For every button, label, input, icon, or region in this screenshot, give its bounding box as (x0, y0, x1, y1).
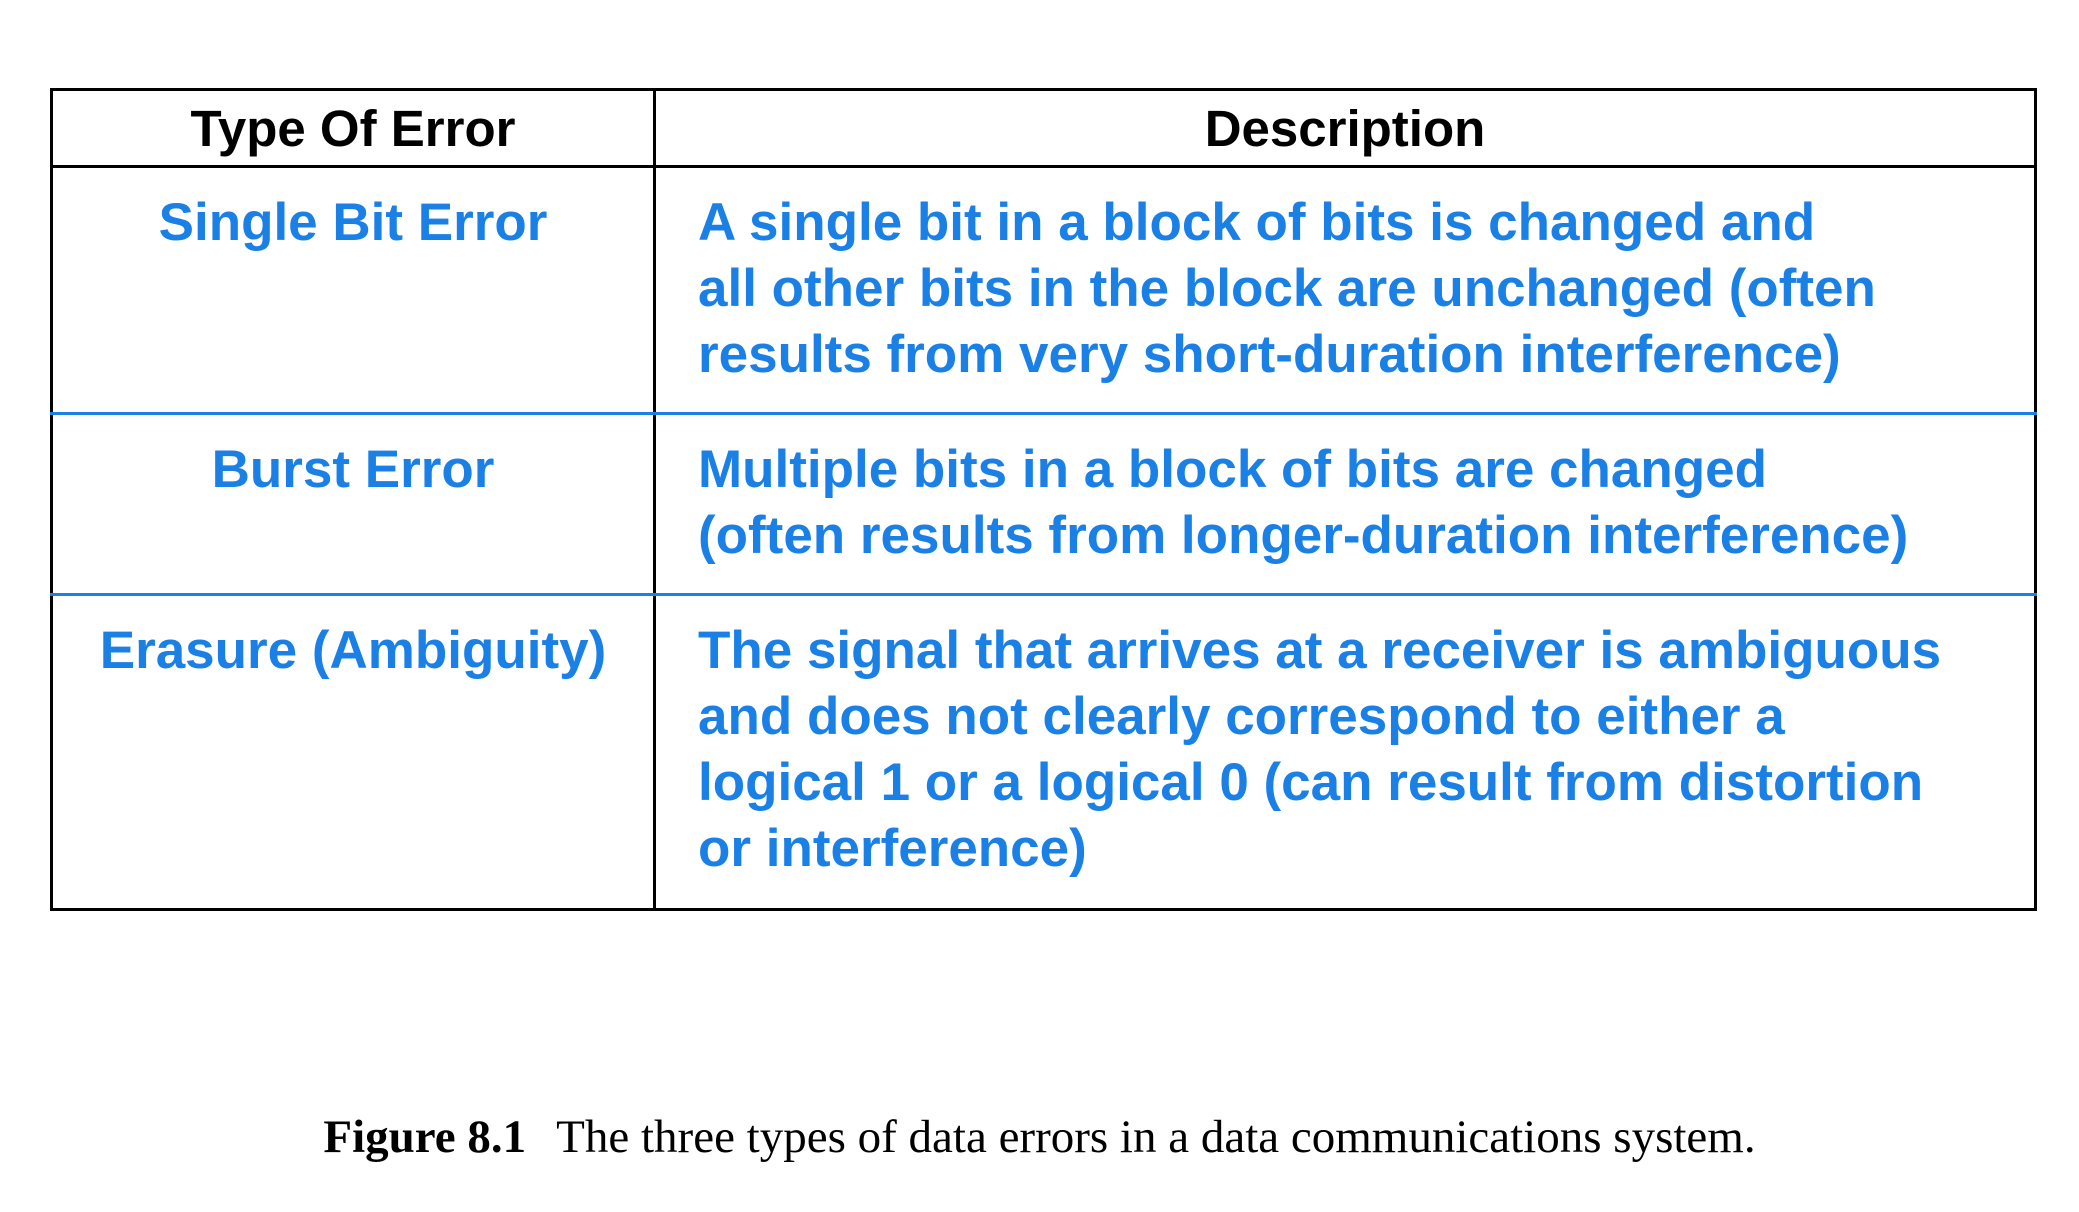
description-line: or interference) (698, 819, 1087, 878)
description-line: (often results from longer-duration inte… (698, 506, 1909, 565)
description-line: logical 1 or a logical 0 (can result fro… (698, 753, 1924, 812)
table-row: Burst Error Multiple bits in a block of … (51, 413, 2036, 596)
figure-caption-text: The three types of data errors in a data… (556, 1111, 1756, 1163)
error-description-cell: Multiple bits in a block of bits are cha… (654, 413, 2036, 596)
error-types-table-container: Type Of Error Description Single Bit Err… (50, 88, 2037, 911)
figure-caption: Figure 8.1 The three types of data errors… (0, 1110, 2079, 1164)
description-line: all other bits in the block are unchange… (698, 259, 1876, 318)
description-line: results from very short-duration interfe… (698, 325, 1841, 384)
description-line: Multiple bits in a block of bits are cha… (698, 440, 1767, 499)
header-description: Description (654, 89, 2036, 168)
error-type-cell: Single Bit Error (51, 166, 656, 415)
table-row: Erasure (Ambiguity) The signal that arri… (51, 594, 2036, 910)
error-type-cell: Erasure (Ambiguity) (51, 594, 656, 910)
error-types-table: Type Of Error Description Single Bit Err… (50, 88, 2037, 911)
table-header-row: Type Of Error Description (51, 89, 2036, 168)
error-description-cell: The signal that arrives at a receiver is… (655, 595, 2036, 910)
description-line: A single bit in a block of bits is chang… (698, 193, 1816, 252)
description-line: The signal that arrives at a receiver is… (698, 621, 1942, 680)
error-description-cell: A single bit in a block of bits is chang… (654, 166, 2036, 415)
figure-caption-label: Figure 8.1 (323, 1111, 527, 1163)
description-line: and does not clearly correspond to eithe… (698, 687, 1785, 746)
error-type-cell: Burst Error (51, 413, 656, 596)
header-type-of-error: Type Of Error (51, 89, 656, 168)
table-row: Single Bit Error A single bit in a block… (51, 166, 2036, 415)
